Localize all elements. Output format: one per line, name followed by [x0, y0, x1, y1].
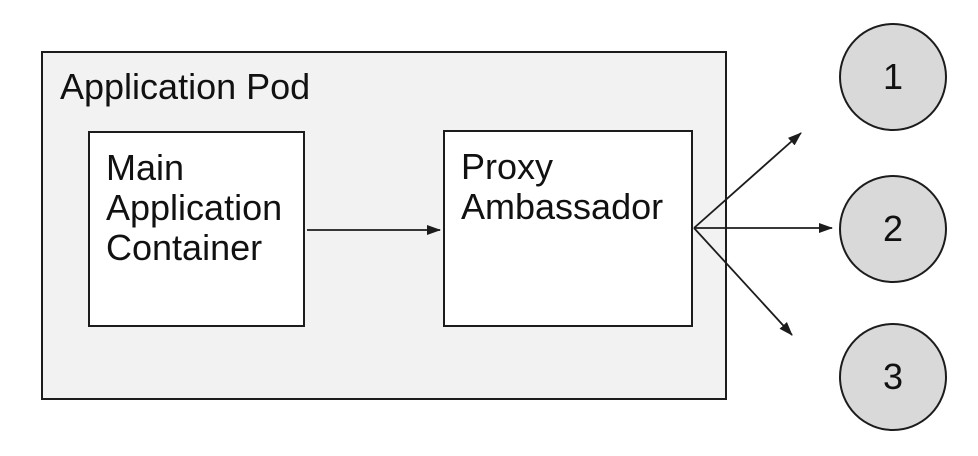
endpoint-circle-1: 1 — [839, 23, 947, 131]
endpoint-circle-1-label: 1 — [882, 56, 904, 97]
node-main-application-container: Main Application Container — [88, 131, 305, 327]
endpoint-circle-2: 2 — [839, 175, 947, 283]
application-pod-label: Application Pod — [60, 66, 311, 107]
endpoint-circle-3: 3 — [839, 323, 947, 431]
node-main-application-container-label: Main Application Container — [106, 147, 283, 268]
endpoint-circle-2-label: 2 — [882, 208, 904, 249]
node-proxy-ambassador-label: Proxy Ambassador — [461, 146, 664, 227]
endpoint-circle-3-label: 3 — [882, 356, 904, 397]
node-proxy-ambassador: Proxy Ambassador — [443, 130, 693, 327]
